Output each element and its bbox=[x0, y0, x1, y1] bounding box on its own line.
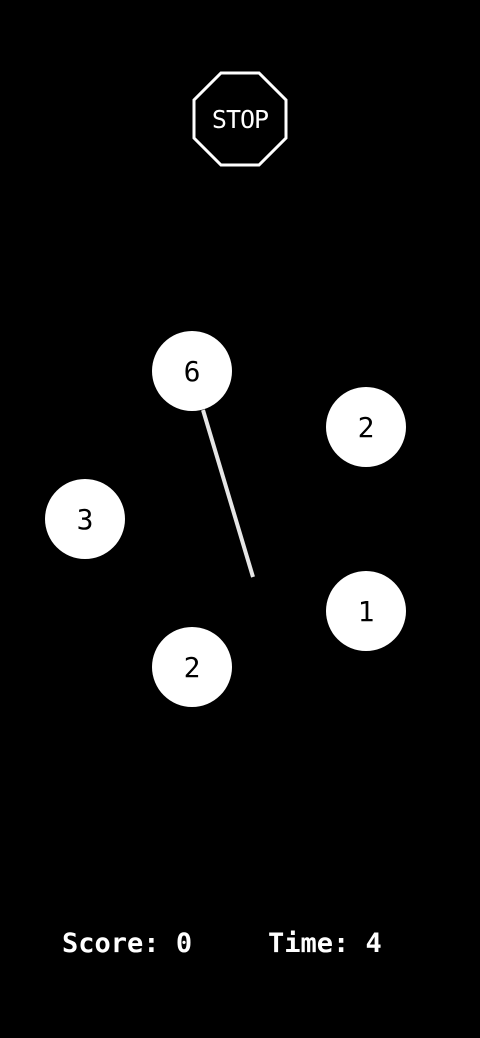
stop-button[interactable]: STOP bbox=[192, 71, 288, 167]
time-label: Time: bbox=[268, 928, 350, 959]
hud: Score: 0 Time: 4 bbox=[0, 926, 480, 966]
time-display: Time: 4 bbox=[268, 928, 382, 959]
time-value: 4 bbox=[365, 928, 382, 959]
number-ball[interactable]: 1 bbox=[326, 571, 406, 651]
number-ball[interactable]: 2 bbox=[152, 627, 232, 707]
score-display: Score: 0 bbox=[62, 928, 192, 959]
stop-button-label: STOP bbox=[211, 104, 269, 134]
number-ball[interactable]: 3 bbox=[45, 479, 125, 559]
number-ball[interactable]: 2 bbox=[326, 387, 406, 467]
score-label: Score: bbox=[62, 928, 160, 959]
number-ball[interactable]: 6 bbox=[152, 331, 232, 411]
score-value: 0 bbox=[175, 928, 193, 959]
stop-octagon-icon bbox=[192, 71, 288, 167]
